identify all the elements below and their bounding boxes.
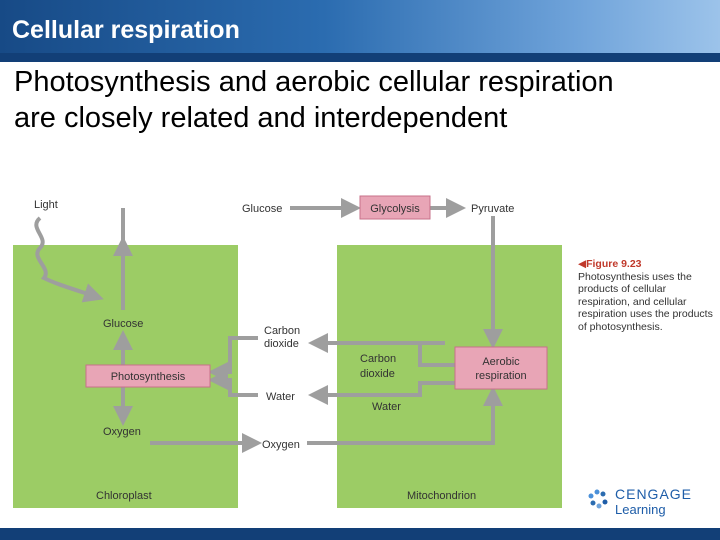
aerobic-label-2: respiration	[475, 370, 526, 382]
aerobic-label-1: Aerobic	[482, 356, 520, 368]
light-arrow	[34, 216, 104, 303]
co2-right-label-2: dioxide	[360, 368, 395, 380]
photosynthesis-label: Photosynthesis	[111, 371, 186, 383]
title-divider	[0, 53, 720, 62]
water-left-arrow	[308, 381, 455, 405]
water-to-photosynthesis-arrow	[208, 370, 258, 397]
glucose-left-label: Glucose	[103, 318, 143, 330]
glucose-top-label: Glucose	[242, 203, 282, 215]
caption-text: Photosynthesis uses the products of cell…	[578, 270, 713, 333]
aerobic-respiration-box	[454, 346, 548, 390]
photosynthesis-box	[85, 364, 211, 388]
cengage-mark-icon	[588, 489, 608, 509]
slide-heading: Photosynthesis and aerobic cellular resp…	[14, 66, 614, 134]
figure-marker-icon: ◀	[578, 258, 587, 270]
figure-number: Figure 9.23	[586, 258, 642, 270]
mitochondrion-label: Mitochondrion	[407, 490, 476, 502]
pyruvate-label: Pyruvate	[471, 203, 514, 215]
title-bar: Cellular respiration	[0, 0, 720, 53]
co2-mid-label-2: dioxide	[264, 338, 299, 350]
water-mid-label: Water	[266, 391, 295, 403]
oxygen-mid-label: Oxygen	[262, 439, 300, 451]
co2-mid-label-1: Carbon	[264, 325, 300, 337]
co2-to-mid-arrow	[308, 333, 455, 367]
oxygen-left-label: Oxygen	[103, 426, 141, 438]
chloroplast-label: Chloroplast	[96, 490, 152, 502]
glycolysis-box	[359, 195, 431, 220]
light-label: Light	[34, 199, 58, 211]
cengage-logo: CENGAGE Learning	[585, 484, 715, 520]
logo-text-top: CENGAGE	[615, 486, 693, 502]
glycolysis-label: Glycolysis	[370, 203, 420, 215]
water-right-label: Water	[372, 401, 401, 413]
co2-right-label-1: Carbon	[360, 353, 396, 365]
bottom-bar	[0, 528, 720, 540]
logo-text-bottom: Learning	[615, 502, 666, 517]
figure-caption: ◀Figure 9.23 Photosynthesis uses the pro…	[578, 258, 713, 333]
oxygen-to-aerobic-line	[307, 386, 503, 445]
slide-title: Cellular respiration	[12, 16, 240, 44]
